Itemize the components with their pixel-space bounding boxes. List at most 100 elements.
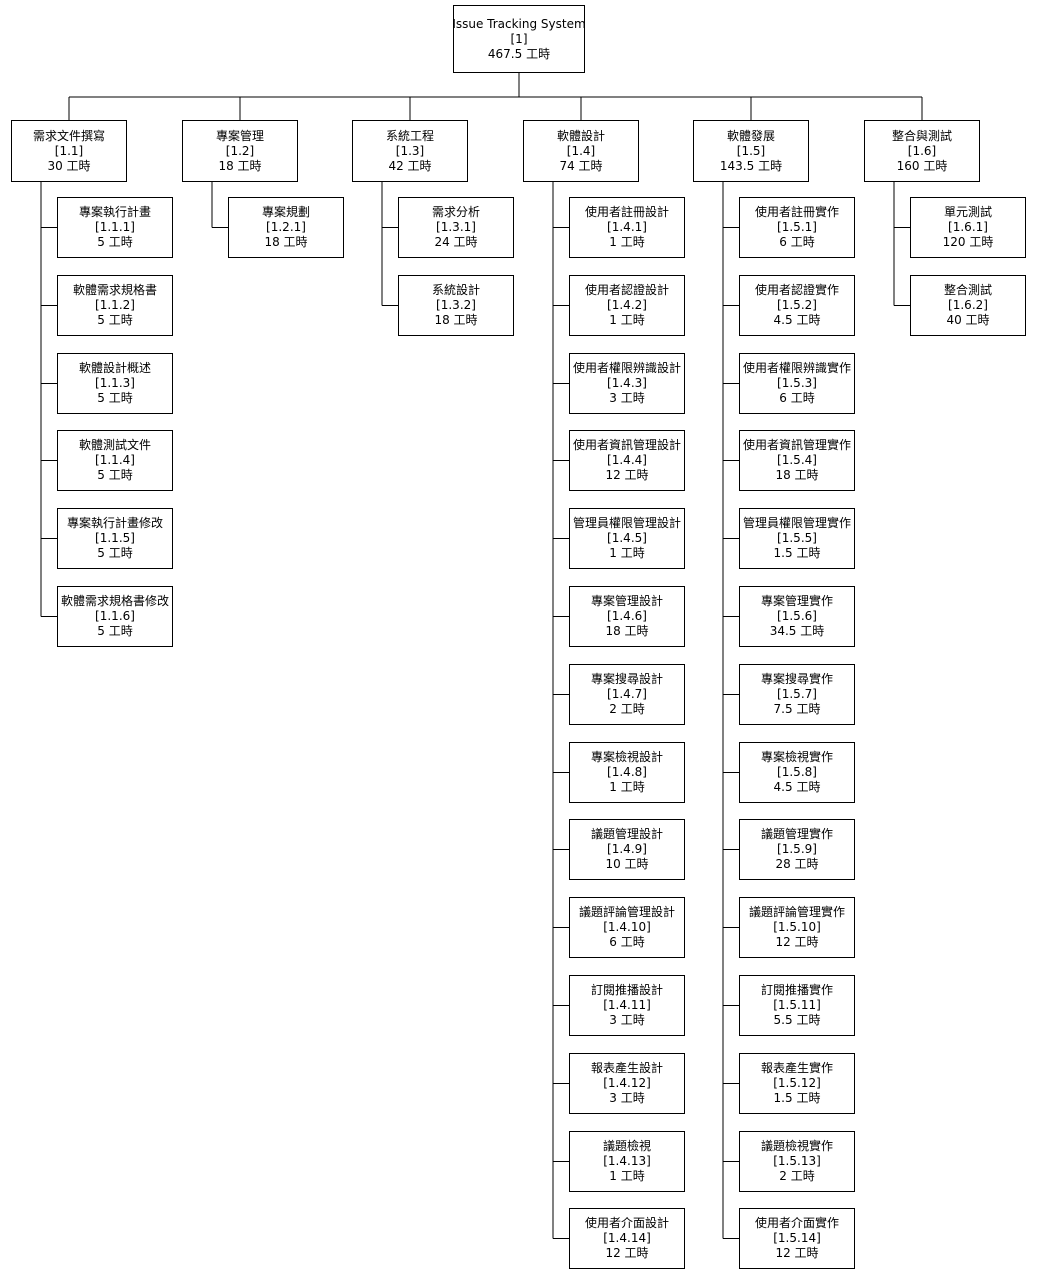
node-hours: 10 工時 xyxy=(605,857,649,871)
node-hours: 143.5 工時 xyxy=(719,158,783,173)
node-code: [1.1.3] xyxy=(95,376,135,390)
node-code: [1.5.5] xyxy=(777,531,817,545)
node-code: [1.1.5] xyxy=(95,531,135,545)
node-code: [1.3] xyxy=(395,143,425,158)
node-code: [1.5.12] xyxy=(773,1076,821,1090)
node-code: [1.3.1] xyxy=(436,220,476,234)
node-name: 軟體需求規格書修改 xyxy=(60,594,169,608)
task-node: 報表產生設計[1.4.12]3 工時 xyxy=(569,1053,685,1114)
node-name: 使用者介面設計 xyxy=(584,1216,669,1230)
task-node: 議題管理設計[1.4.9]10 工時 xyxy=(569,819,685,880)
node-code: [1.1.4] xyxy=(95,453,135,467)
task-node: 專案執行計畫修改[1.1.5]5 工時 xyxy=(57,508,173,569)
node-name: 議題管理設計 xyxy=(590,827,663,841)
task-node: 使用者資訊管理設計[1.4.4]12 工時 xyxy=(569,430,685,491)
node-code: [1.6.1] xyxy=(948,220,988,234)
node-hours: 2 工時 xyxy=(779,1169,815,1183)
node-hours: 4.5 工時 xyxy=(773,780,821,794)
node-name: 議題檢視實作 xyxy=(760,1139,833,1153)
task-node: 議題評論管理設計[1.4.10]6 工時 xyxy=(569,897,685,958)
node-name: 使用者認證設計 xyxy=(584,283,669,297)
node-hours: 1 工時 xyxy=(609,235,645,249)
node-hours: 5.5 工時 xyxy=(773,1013,821,1027)
node-code: [1.4.2] xyxy=(607,298,647,312)
node-code: [1.4.10] xyxy=(603,920,651,934)
task-node: 使用者介面實作[1.5.14]12 工時 xyxy=(739,1208,855,1269)
node-name: 專案規劃 xyxy=(261,205,310,219)
node-hours: 12 工時 xyxy=(775,1246,819,1260)
node-hours: 42 工時 xyxy=(388,158,432,173)
task-node: 專案檢視實作[1.5.8]4.5 工時 xyxy=(739,742,855,803)
node-name: 系統工程 xyxy=(385,128,434,143)
node-hours: 7.5 工時 xyxy=(773,702,821,716)
node-code: [1] xyxy=(510,31,528,46)
node-code: [1.4.8] xyxy=(607,765,647,779)
node-code: [1.5.11] xyxy=(773,998,821,1012)
node-hours: 12 工時 xyxy=(605,1246,649,1260)
task-node: 使用者認證設計[1.4.2]1 工時 xyxy=(569,275,685,336)
node-code: [1.6.2] xyxy=(948,298,988,312)
node-code: [1.5.6] xyxy=(777,609,817,623)
task-node: 專案管理設計[1.4.6]18 工時 xyxy=(569,586,685,647)
node-hours: 18 工時 xyxy=(775,468,819,482)
node-hours: 18 工時 xyxy=(218,158,262,173)
node-name: 報表產生實作 xyxy=(760,1061,833,1075)
task-node: 系統設計[1.3.2]18 工時 xyxy=(398,275,514,336)
node-name: 需求分析 xyxy=(431,205,480,219)
node-hours: 6 工時 xyxy=(779,391,815,405)
phase-node: 軟體設計[1.4]74 工時 xyxy=(523,120,639,182)
node-hours: 34.5 工時 xyxy=(769,624,825,638)
task-node: 使用者介面設計[1.4.14]12 工時 xyxy=(569,1208,685,1269)
node-code: [1.5.10] xyxy=(773,920,821,934)
node-name: 議題管理實作 xyxy=(760,827,833,841)
node-hours: 6 工時 xyxy=(609,935,645,949)
node-name: 專案管理實作 xyxy=(760,594,833,608)
node-name: 使用者資訊管理設計 xyxy=(572,438,681,452)
phase-node: 需求文件撰寫[1.1]30 工時 xyxy=(11,120,127,182)
node-name: 使用者註冊設計 xyxy=(584,205,669,219)
task-node: 訂閱推播實作[1.5.11]5.5 工時 xyxy=(739,975,855,1036)
node-name: 軟體發展 xyxy=(726,128,775,143)
node-hours: 74 工時 xyxy=(559,158,603,173)
node-code: [1.2.1] xyxy=(266,220,306,234)
task-node: 整合測試[1.6.2]40 工時 xyxy=(910,275,1026,336)
node-hours: 5 工時 xyxy=(97,313,133,327)
task-node: 使用者資訊管理實作[1.5.4]18 工時 xyxy=(739,430,855,491)
node-name: 單元測試 xyxy=(943,205,992,219)
node-name: 專案管理 xyxy=(215,128,264,143)
node-name: 整合與測試 xyxy=(891,128,952,143)
node-code: [1.3.2] xyxy=(436,298,476,312)
node-code: [1.1.6] xyxy=(95,609,135,623)
node-hours: 12 工時 xyxy=(605,468,649,482)
node-name: 使用者權限辨識實作 xyxy=(742,361,851,375)
node-code: [1.4.3] xyxy=(607,376,647,390)
node-name: 管理員權限管理實作 xyxy=(742,516,851,530)
task-node: 使用者註冊實作[1.5.1]6 工時 xyxy=(739,197,855,258)
node-hours: 18 工時 xyxy=(434,313,478,327)
task-node: 專案搜尋設計[1.4.7]2 工時 xyxy=(569,664,685,725)
node-code: [1.4.4] xyxy=(607,453,647,467)
node-hours: 3 工時 xyxy=(609,391,645,405)
task-node: 單元測試[1.6.1]120 工時 xyxy=(910,197,1026,258)
node-name: 報表產生設計 xyxy=(590,1061,663,1075)
node-code: [1.5.14] xyxy=(773,1231,821,1245)
phase-node: 專案管理[1.2]18 工時 xyxy=(182,120,298,182)
node-name: 專案執行計畫修改 xyxy=(66,516,163,530)
node-code: [1.1] xyxy=(54,143,84,158)
node-code: [1.5] xyxy=(736,143,766,158)
node-code: [1.5.1] xyxy=(777,220,817,234)
task-node: 使用者註冊設計[1.4.1]1 工時 xyxy=(569,197,685,258)
node-hours: 5 工時 xyxy=(97,468,133,482)
node-hours: 3 工時 xyxy=(609,1013,645,1027)
node-name: 專案搜尋實作 xyxy=(760,672,833,686)
task-node: 專案搜尋實作[1.5.7]7.5 工時 xyxy=(739,664,855,725)
node-code: [1.4.5] xyxy=(607,531,647,545)
node-code: [1.5.13] xyxy=(773,1154,821,1168)
node-name: 專案管理設計 xyxy=(590,594,663,608)
task-node: 軟體需求規格書[1.1.2]5 工時 xyxy=(57,275,173,336)
task-node: 需求分析[1.3.1]24 工時 xyxy=(398,197,514,258)
task-node: 管理員權限管理實作[1.5.5]1.5 工時 xyxy=(739,508,855,569)
node-code: [1.4.7] xyxy=(607,687,647,701)
node-name: 訂閱推播實作 xyxy=(760,983,833,997)
node-hours: 12 工時 xyxy=(775,935,819,949)
